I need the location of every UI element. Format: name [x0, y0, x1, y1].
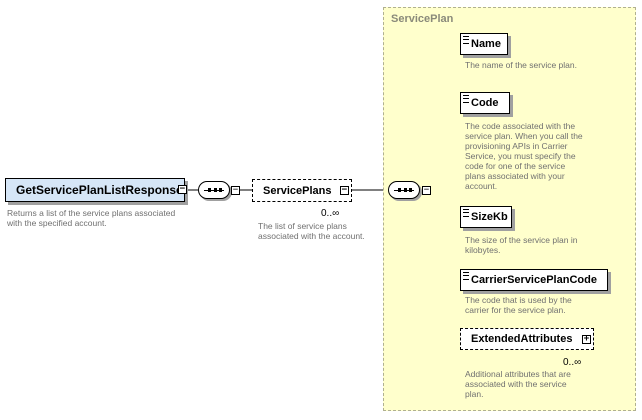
element-carrierserviceplancode-description: The code that is used by the carrier for… [465, 295, 572, 315]
serviceplans-description: The list of service plans associated wit… [258, 221, 365, 241]
element-code-label: Code [471, 97, 499, 109]
element-serviceplans[interactable]: ServicePlans − [252, 179, 352, 202]
root-element-description: Returns a list of the service plans asso… [7, 208, 176, 228]
element-name-description: The name of the service plan. [465, 60, 577, 70]
element-icon [463, 36, 469, 44]
collapse-toggle-icon[interactable]: − [340, 185, 349, 195]
serviceplans-cardinality: 0..∞ [321, 208, 340, 219]
element-extendedattributes-label: ExtendedAttributes [471, 333, 573, 345]
element-carrierserviceplancode[interactable]: CarrierServicePlanCode [460, 269, 608, 291]
element-sizekb-label: SizeKb [471, 211, 508, 223]
extendedattributes-cardinality: 0..∞ [563, 357, 582, 368]
element-name-label: Name [471, 38, 501, 50]
sequence-compositor-icon[interactable] [388, 181, 420, 199]
root-element-getserviceplanlistresponse[interactable]: GetServicePlanListResponse − [5, 178, 187, 202]
root-element-label: GetServicePlanListResponse [16, 183, 183, 197]
element-sizekb[interactable]: SizeKb [460, 206, 512, 228]
expand-toggle-icon[interactable]: + [582, 334, 591, 344]
element-carrierserviceplancode-label: CarrierServicePlanCode [471, 274, 597, 286]
serviceplan-group-title: ServicePlan [391, 13, 454, 25]
element-extendedattributes[interactable]: ExtendedAttributes + [460, 328, 594, 350]
element-serviceplans-label: ServicePlans [263, 184, 332, 197]
element-sizekb-description: The size of the service plan in kilobyte… [465, 235, 578, 255]
element-name[interactable]: Name [460, 33, 508, 55]
collapse-toggle-icon[interactable]: − [178, 184, 187, 194]
sequence-compositor-icon[interactable] [198, 181, 230, 199]
element-icon [463, 209, 469, 217]
element-code[interactable]: Code [460, 92, 510, 114]
element-icon [463, 272, 469, 280]
extendedattributes-description: Additional attributes that are associate… [465, 369, 571, 399]
collapse-toggle-icon[interactable]: − [231, 185, 240, 195]
element-code-description: The code associated with the service pla… [465, 121, 583, 191]
collapse-toggle-icon[interactable]: − [422, 185, 431, 195]
element-icon [463, 95, 469, 103]
